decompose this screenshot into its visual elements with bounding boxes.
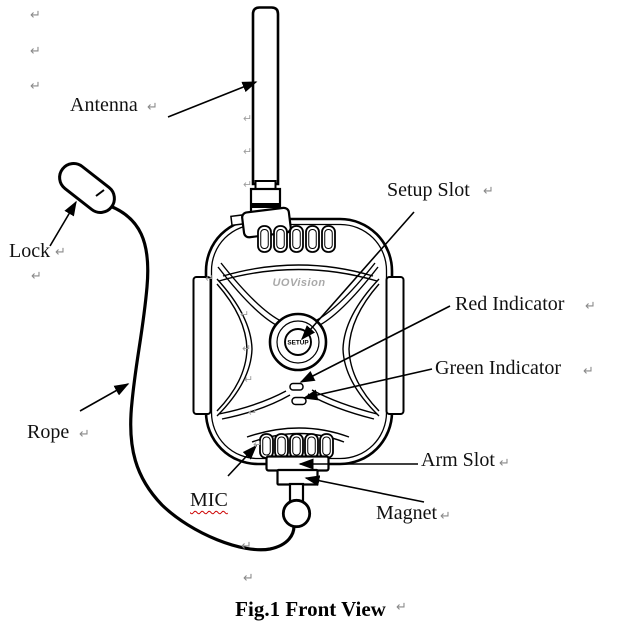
arm-slot-label: Arm Slot	[421, 449, 495, 471]
top-band-curves	[218, 264, 378, 282]
paragraph-mark: ↵	[30, 7, 41, 22]
paragraph-mark: ↵	[243, 146, 253, 158]
mic-label: MIC	[190, 489, 228, 511]
top-slot-grille	[257, 225, 336, 253]
red-indicator-window	[289, 382, 304, 391]
antenna-label: Antenna	[70, 94, 138, 116]
paragraph-mark: ↵	[583, 363, 594, 378]
magnet-stem	[288, 482, 305, 503]
paragraph-mark: ↵	[248, 407, 258, 419]
rope-graphic	[108, 204, 296, 552]
paragraph-mark: ↵	[241, 538, 252, 553]
paragraph-mark: ↵	[396, 599, 407, 614]
paragraph-mark: ↵	[244, 374, 254, 386]
paragraph-mark: ↵	[585, 298, 596, 313]
setup-slot-arrow	[301, 211, 415, 341]
green-indicator-window	[291, 396, 307, 406]
bottom-slot-grille	[259, 433, 334, 459]
green-indicator-arrow	[302, 368, 433, 401]
setup-button-text: SETUP	[287, 340, 309, 347]
left-side-tab	[192, 276, 212, 415]
right-side-tab	[385, 276, 405, 415]
paragraph-mark: ↵	[243, 570, 254, 585]
paragraph-mark: ↵	[79, 426, 90, 441]
paragraph-mark: ↵	[147, 99, 158, 114]
rope-label: Rope	[27, 421, 70, 443]
paragraph-mark: ↵	[30, 43, 41, 58]
brand-logo: UOVision	[272, 277, 325, 289]
mic-arrow	[227, 444, 258, 477]
paragraph-mark: ↵	[253, 439, 263, 451]
green-indicator-label: Green Indicator	[435, 357, 562, 379]
lock-label: Lock	[9, 240, 51, 262]
paragraph-mark: ↵	[205, 273, 215, 285]
magnet-label: Magnet	[376, 502, 438, 524]
lower-curves	[218, 389, 378, 443]
lock-graphic	[58, 162, 116, 214]
antenna-arrow	[167, 81, 258, 118]
paragraph-mark: ↵	[440, 508, 451, 523]
lock-arrow	[49, 200, 77, 247]
paragraph-mark: ↵	[240, 309, 250, 321]
figure-caption: Fig.1 Front View	[235, 597, 386, 621]
paragraph-mark: ↵	[55, 244, 66, 259]
callout-arrows	[49, 81, 451, 503]
paragraph-mark: ↵	[483, 183, 494, 198]
side-wings	[216, 278, 380, 417]
rope-arrow	[79, 383, 130, 412]
paragraph-mark: ↵	[499, 455, 510, 470]
magnet-ball	[281, 498, 312, 529]
paragraph-mark: ↵	[31, 268, 42, 283]
magnet-arrow	[304, 475, 425, 503]
paragraph-mark: ↵	[243, 113, 253, 125]
paragraph-mark: ↵	[242, 343, 252, 355]
paragraph-mark: ↵	[243, 179, 253, 191]
red-indicator-arrow	[299, 305, 451, 383]
antenna-graphic	[249, 6, 282, 221]
paragraph-mark: ↵	[30, 78, 41, 93]
setup-slot-label: Setup Slot	[387, 179, 470, 201]
red-indicator-label: Red Indicator	[455, 293, 565, 315]
